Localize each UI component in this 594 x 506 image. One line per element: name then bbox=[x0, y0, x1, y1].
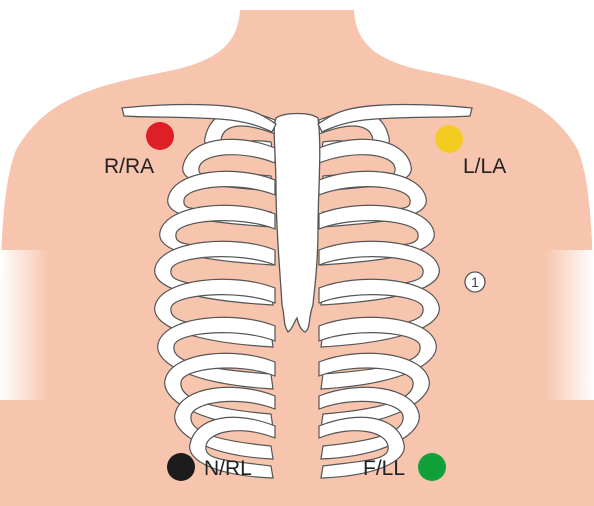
position-marker-number: 1 bbox=[471, 274, 479, 290]
electrode-rl-label: N/RL bbox=[204, 457, 252, 480]
sternum bbox=[274, 114, 320, 333]
electrode-rl bbox=[167, 453, 195, 481]
electrode-ra bbox=[146, 122, 174, 150]
electrode-la bbox=[435, 125, 463, 153]
electrode-ra-label: R/RA bbox=[104, 155, 154, 178]
electrode-ll-label: F/LL bbox=[363, 457, 405, 480]
electrode-ll bbox=[418, 453, 446, 481]
electrode-la-label: L/LA bbox=[463, 155, 506, 178]
